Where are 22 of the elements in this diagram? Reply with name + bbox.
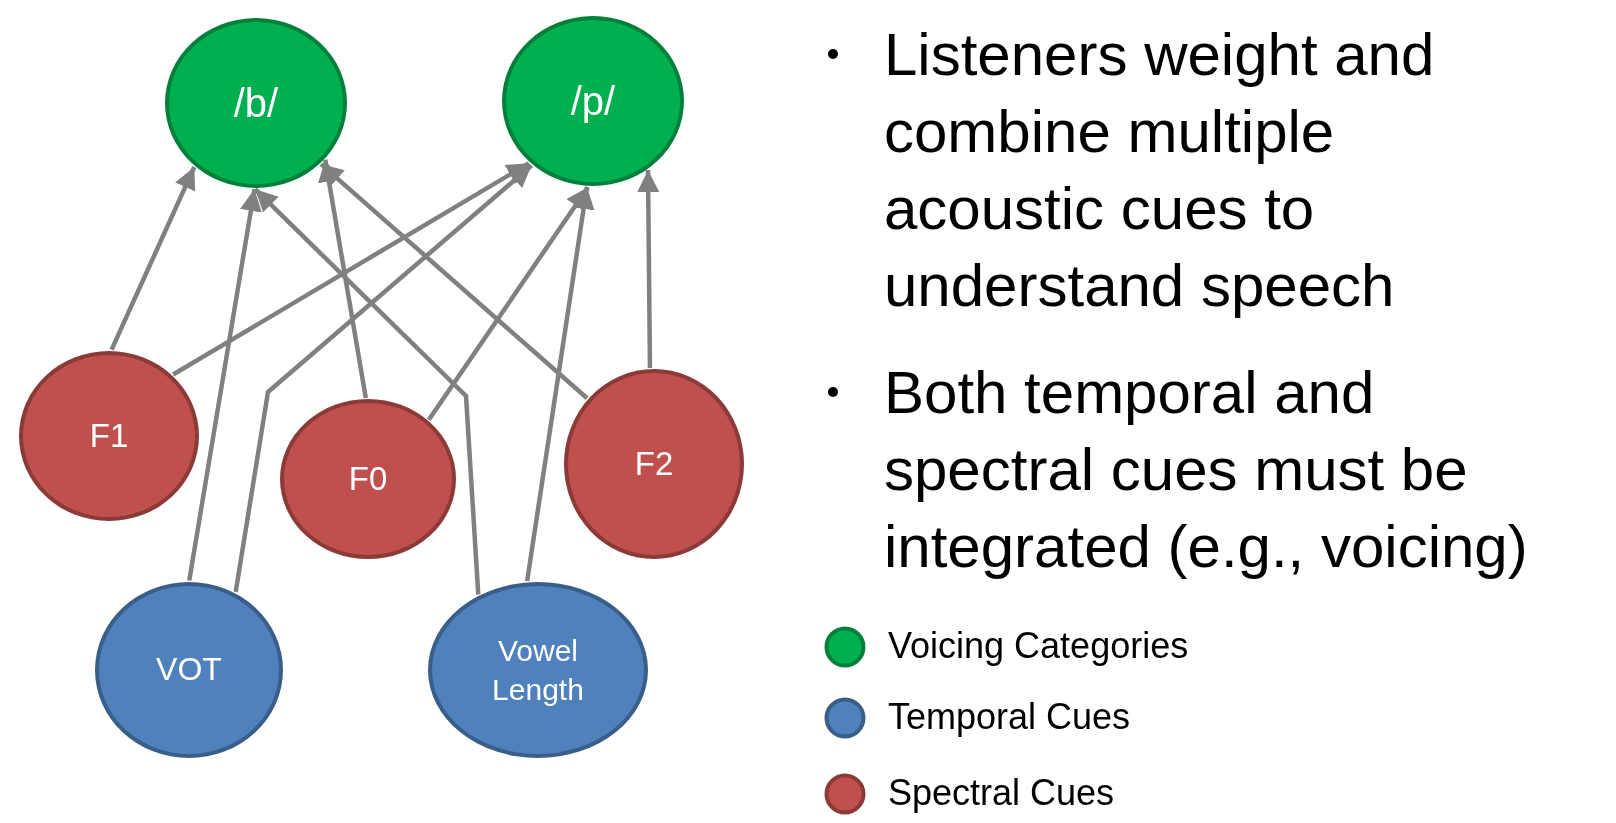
arrow: [233, 163, 534, 593]
bullet-text: Both temporal and spectral cues must be integrated (e.g., voicing): [884, 358, 1529, 582]
node-label: F1: [89, 415, 129, 456]
legend-label: Voicing Categories: [888, 625, 1189, 667]
arrow: [172, 161, 531, 377]
arrow: [637, 169, 660, 369]
arrow: [427, 185, 590, 422]
arrow: [187, 188, 262, 581]
node-label: F0: [348, 458, 388, 499]
arrow: [253, 187, 481, 595]
bullet-text: Listeners weight and combine multiple acoustic cues to understand speech: [884, 20, 1436, 321]
node-label: /p/: [570, 78, 616, 125]
arrow: [319, 162, 589, 400]
arrow: [109, 166, 197, 351]
node-label: /b/: [233, 80, 279, 127]
node-label: Vowel Length: [491, 633, 585, 708]
legend-label: Spectral Cues: [888, 772, 1115, 814]
arrow: [318, 159, 369, 399]
legend-label: Temporal Cues: [888, 696, 1131, 738]
node-label: F2: [634, 443, 674, 484]
node-label: VOT: [156, 650, 222, 690]
arrow: [524, 186, 595, 582]
